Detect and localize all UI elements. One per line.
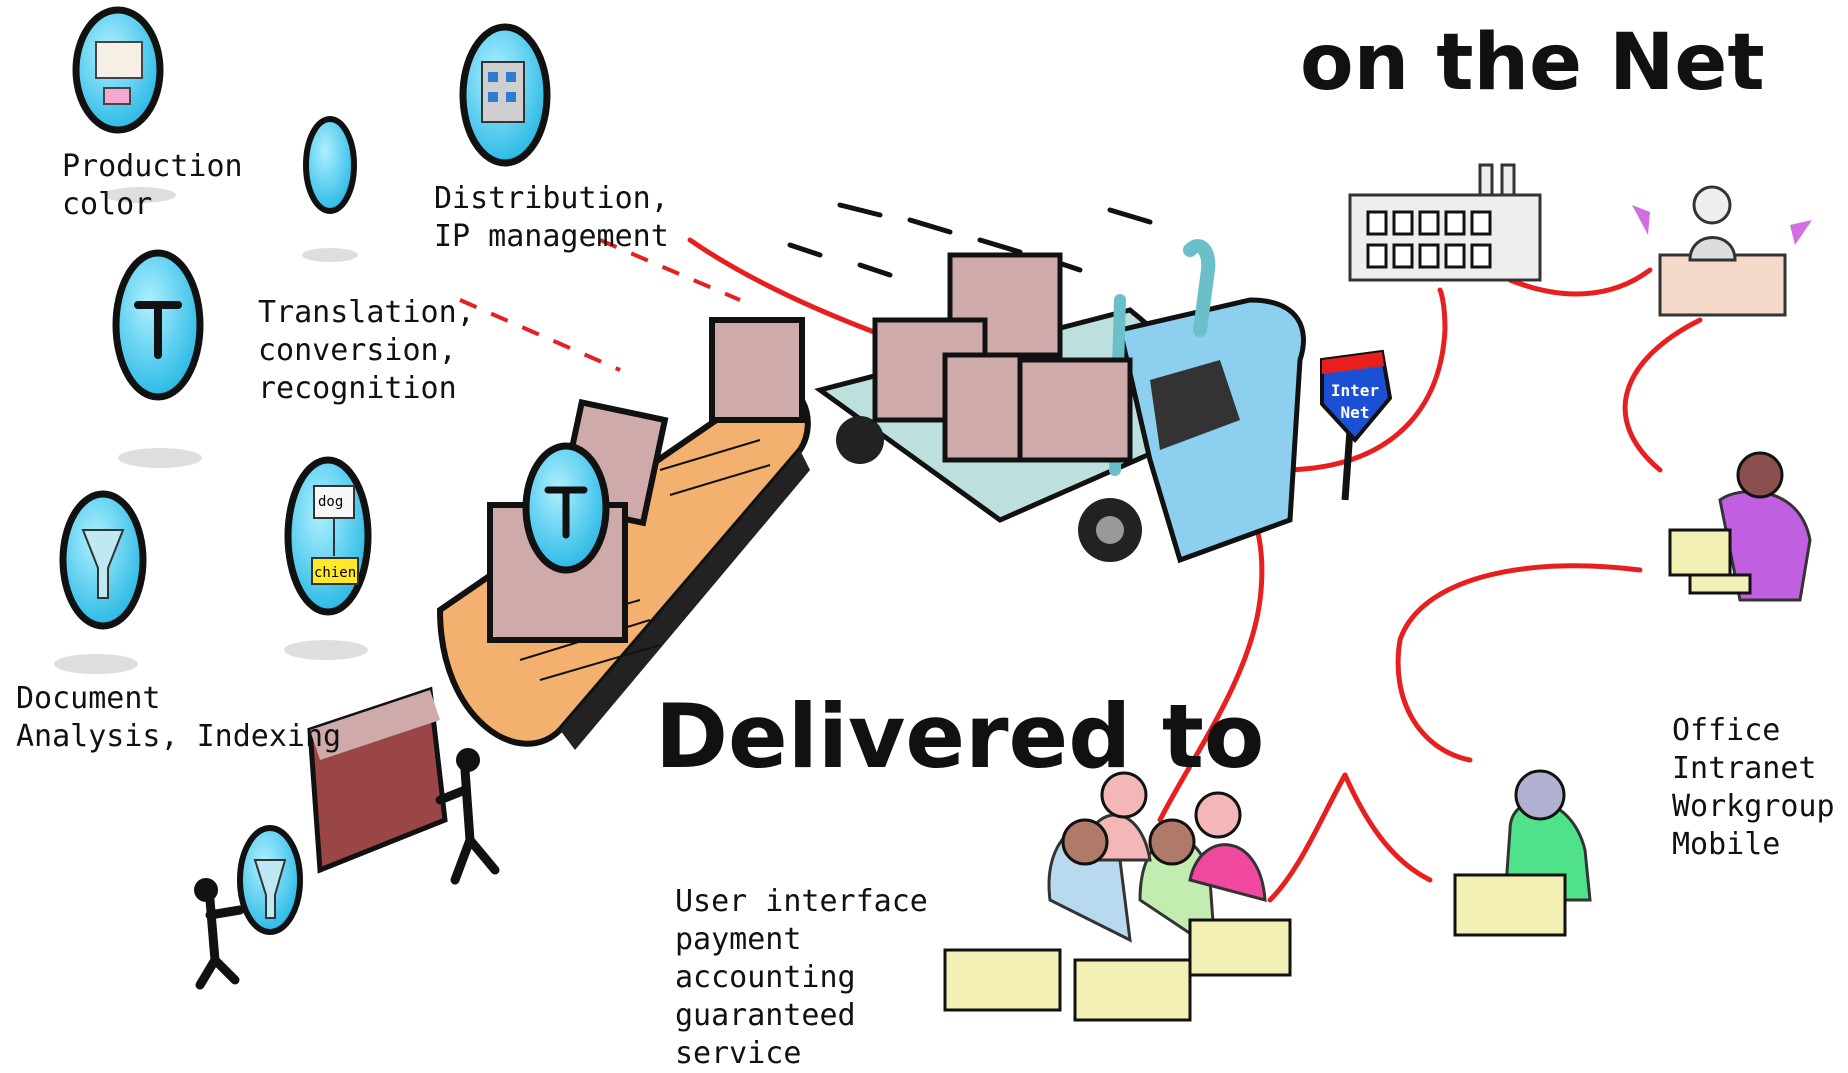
box-conveyor-top xyxy=(709,317,805,423)
label-office-line-2: Intranet xyxy=(1672,751,1817,786)
label-translation-line-1: Translation, xyxy=(258,295,475,330)
internet-sign: Inter Net xyxy=(1320,349,1393,501)
factory-building xyxy=(1348,163,1542,282)
bubble-translation-small xyxy=(302,116,358,262)
sign-line-2: Net xyxy=(1341,403,1370,422)
line-office-to-laptop xyxy=(1622,317,1703,473)
single-user xyxy=(1453,769,1592,937)
truck-cargo-boxes xyxy=(872,252,1133,463)
card-word-source: dog xyxy=(318,494,344,510)
line-factory-to-office xyxy=(1507,267,1653,297)
label-user-line-2: payment xyxy=(675,922,802,957)
office-worker-desk xyxy=(1632,185,1812,317)
label-translation: Translation,conversion,recognition xyxy=(258,294,475,408)
label-document-line-1: Document xyxy=(16,681,161,716)
title-on-the-net: on the Net xyxy=(1300,18,1765,108)
box-with-bubble xyxy=(487,442,628,643)
line-branch-right xyxy=(1342,772,1433,883)
user-group xyxy=(943,771,1292,1022)
label-office-line-3: Workgroup xyxy=(1672,789,1835,824)
bubble-production xyxy=(72,6,176,203)
label-office-line-1: Office xyxy=(1672,713,1781,748)
label-production-line-2: color xyxy=(62,187,153,222)
label-user-line-3: accounting xyxy=(675,960,856,995)
card-word-target: chien xyxy=(314,565,357,581)
line-branch-left xyxy=(1267,772,1348,903)
label-distribution-line-1: Distribution, xyxy=(434,181,669,216)
line-truck-to-sign xyxy=(1277,287,1448,473)
line-laptop-to-branch xyxy=(1395,563,1643,763)
bubble-translate-t xyxy=(112,249,204,468)
label-user-line-4: guaranteed xyxy=(675,998,856,1033)
label-user-line-1: User interface xyxy=(675,884,928,919)
label-distribution-line-2: IP management xyxy=(434,219,669,254)
bubble-document-analysis xyxy=(54,490,147,674)
box-carriers xyxy=(194,686,500,990)
label-distribution: Distribution,IP management xyxy=(434,180,669,256)
sign-line-1: Inter xyxy=(1331,381,1379,400)
label-production-line-1: Production xyxy=(62,149,243,184)
dashed-flow-lines xyxy=(459,238,741,372)
label-document-line-2: Analysis, Indexing xyxy=(16,719,342,754)
label-translation-line-2: conversion, xyxy=(258,333,457,368)
bubble-distribution xyxy=(459,23,551,167)
label-user-line-5: service xyxy=(675,1036,802,1071)
label-office-line-4: Mobile xyxy=(1672,827,1781,862)
label-translation-line-3: recognition xyxy=(258,371,457,406)
mobile-user-laptop xyxy=(1668,451,1812,602)
bubble-translate-card xyxy=(284,456,372,660)
title-delivered-to: Delivered to xyxy=(655,685,1265,788)
